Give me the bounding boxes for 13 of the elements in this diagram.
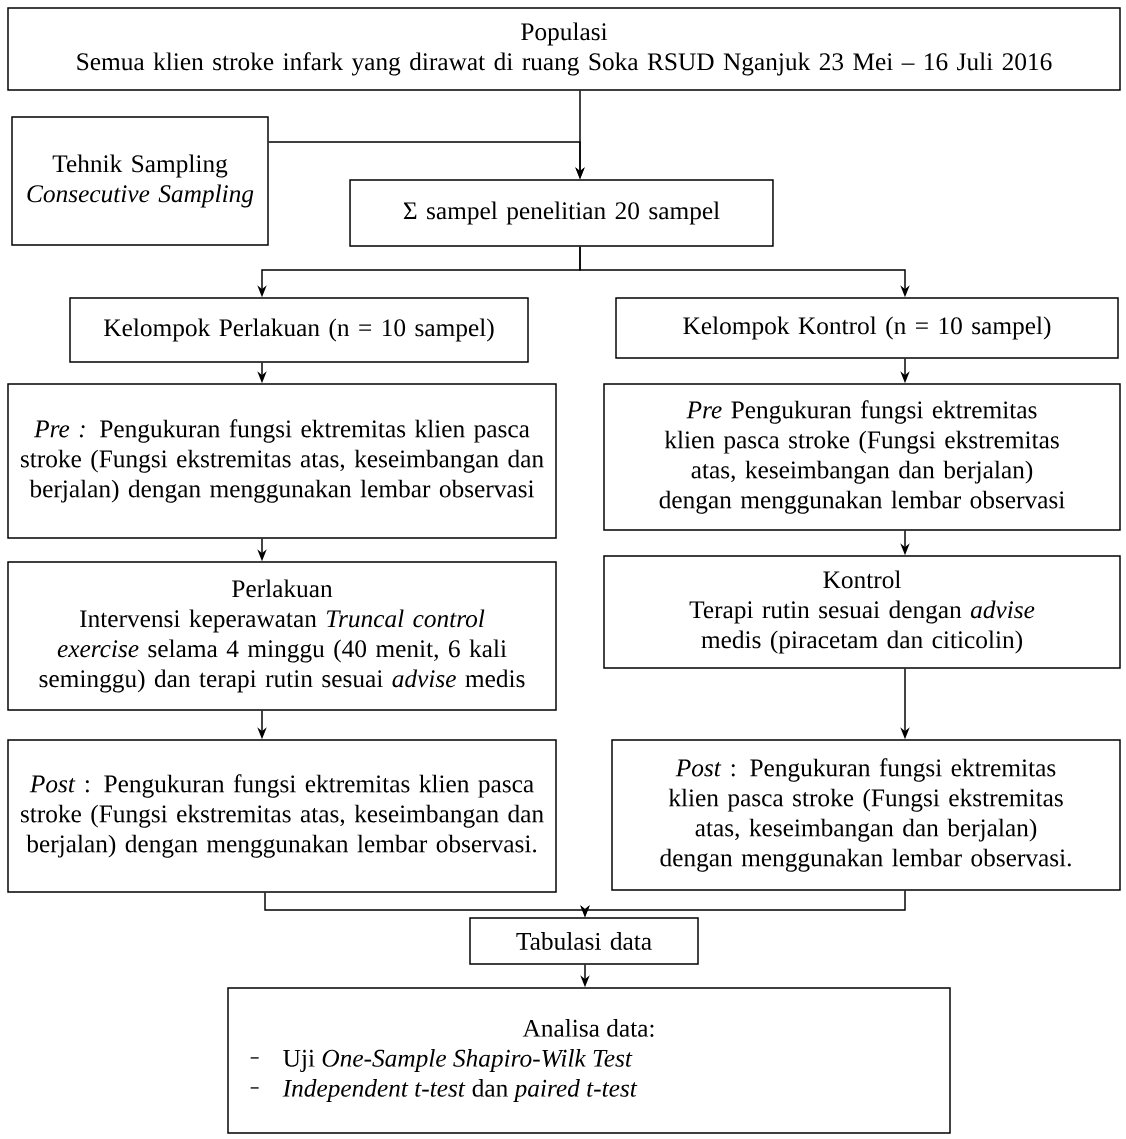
process-box: Tehnik Sampling Consecutive Sampling (11, 116, 269, 246)
group-box: Kelompok Perlakuan (n = 10 sampel) (69, 297, 529, 363)
process-box: Analisa data: Uji One-Sample Shapiro-Wilk Test Independent t-test dan paired t-test (227, 987, 951, 1134)
process-box: Post : Pengukuran fungsi ektremitas klien pasca stroke (Fungsi ekstremitas atas, keseimbangan dan berjalan) dengan menggunakan lembar observasi. (611, 739, 1121, 891)
process-box: Post : Pengukuran fungsi ektremitas klien pasca stroke (Fungsi ekstremitas atas, keseimbangan dan berjalan) dengan menggunakan lembar observasi. (7, 739, 557, 893)
process-box: Σ sampel penelitian 20 sampel (349, 179, 774, 247)
process-box: Pre Pengukuran fungsi ektremitas klien pasca stroke (Fungsi ekstremitas atas, keseimbangan dan berjalan) dengan menggunakan lembar observasi (603, 383, 1121, 531)
process-box: Pre : Pengukuran fungsi ektremitas klien pasca stroke (Fungsi ekstremitas atas, keseimbangan dan berjalan) dengan menggunakan lembar observasi (7, 383, 557, 539)
process-box: Tabulasi data (469, 917, 699, 965)
group-box: Kelompok Kontrol (n = 10 sampel) (615, 297, 1119, 359)
process-box: Perlakuan Intervensi keperawatan Truncal control exercise selama 4 minggu (40 menit, 6 kali seminggu) dan terapi rutin sesuai advise medis (7, 561, 557, 711)
process-box: Kontrol Terapi rutin sesuai dengan advise medis (piracetam dan citicolin) (603, 555, 1121, 669)
process-box: Populasi Semua klien stroke infark yang dirawat di ruang Soka RSUD Nganjuk 23 Mei – 16 Juli 2016 (7, 7, 1121, 91)
